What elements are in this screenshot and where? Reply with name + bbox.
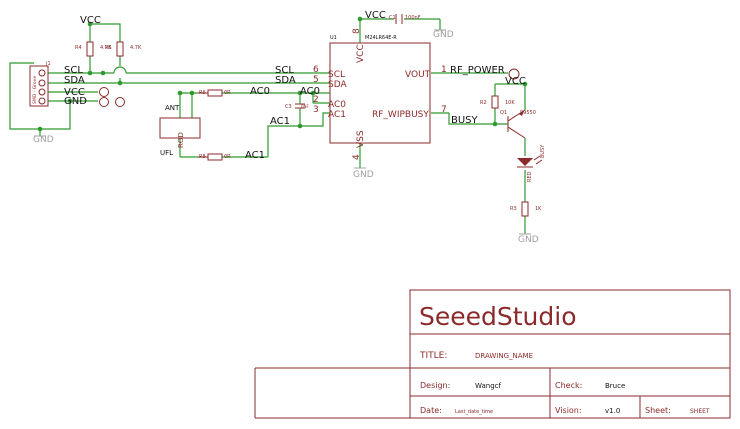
version-label: Vision: [555, 406, 582, 415]
c3-ref: C3 [285, 104, 292, 110]
pin-ac1-num: 3 [313, 105, 319, 115]
net-label-sda-ic: SDA [275, 75, 296, 86]
pin-scl-num: 6 [313, 65, 319, 75]
vcc-label-top: VCC [80, 15, 101, 26]
pin-vout: VOUT [405, 70, 431, 80]
check-value: Bruce [605, 382, 625, 390]
sheet-label: Sheet: [645, 406, 671, 415]
date-value: Last_date_time [455, 409, 493, 415]
rf-power-testpoint [508, 68, 520, 80]
r6-value: 0R [224, 90, 231, 96]
net-label-scl-ic: SCL [275, 65, 294, 76]
connector-ref: J1 [45, 61, 51, 67]
svg-text:GND: GND [518, 235, 539, 245]
resistor-r3: R3 1K [510, 201, 542, 217]
net-label-gnd-left: GND [64, 96, 87, 107]
pin-rf-wipbusy: RF_WIPBUSY [372, 110, 429, 120]
net-label-ac0-mid: AC0 [250, 86, 270, 97]
title-value: DRAWING_NAME [475, 352, 533, 360]
r5-ref: R5 [105, 45, 112, 51]
pin-vout-num: 1 [441, 65, 447, 75]
vcc-label-q1: VCC [505, 76, 526, 87]
antenna-label: ANT [165, 104, 180, 112]
title-block: SeeedStudio TITLE: DRAWING_NAME Design: … [254, 289, 731, 419]
resistor-r8: R8 0R [198, 153, 231, 161]
transistor-q1: Q1 S9550 [500, 109, 536, 139]
r3-ref: R3 [510, 206, 517, 212]
pin-busy-num: 7 [441, 105, 447, 115]
r8-value: 0R [224, 154, 231, 160]
net-label-ac1-mid: AC1 [270, 116, 290, 127]
net-label-vcc-left: VCC [64, 87, 85, 98]
r4-value: 4.7K [100, 45, 112, 51]
antenna-body-label: ROD [177, 132, 185, 148]
company-name: SeeedStudio [419, 302, 577, 331]
c1-value: 100nF [405, 15, 421, 21]
led-busy: RED BUSY [517, 144, 546, 182]
svg-text:GND: GND [33, 135, 54, 145]
net-label-scl-left: SCL [64, 65, 83, 76]
r6-ref: R6 [199, 90, 206, 96]
net-wires [9, 18, 526, 234]
resistor-r4: R4 4.7K [75, 41, 112, 57]
resistor-r2: R2 10K [480, 95, 515, 109]
pin-sda: SDA [328, 80, 347, 90]
net-label-ac1-bottom: AC1 [245, 150, 265, 161]
resistor-r6: R6 0R [198, 89, 231, 97]
design-value: Wangcf [475, 382, 501, 390]
svg-text:GND: GND [433, 30, 454, 40]
sheet-value: SHEET [690, 408, 710, 415]
ic-ref: U1 [330, 35, 337, 41]
gnd-symbol-left: GND [33, 135, 54, 145]
grove-connector: J1 SMD - Grove [29, 61, 51, 107]
net-label-ac0-right: AC0 [300, 86, 320, 97]
pin-sda-num: 5 [313, 75, 319, 85]
title-label: TITLE: [419, 351, 447, 361]
pin-ac0: AC0 [328, 100, 346, 110]
connector-body-text: SMD - Grove [32, 76, 38, 104]
pin-ac1: AC1 [328, 110, 346, 120]
r5-value: 4.7K [130, 45, 142, 51]
antenna-connector-label: UFL [160, 149, 173, 157]
led-ref: RED [527, 171, 533, 182]
r2-value: 10K [505, 100, 515, 106]
capacitor-c1: C1 100nF [389, 14, 421, 24]
junctions [37, 16, 528, 132]
r2-ref: R2 [480, 100, 487, 106]
q1-part: S9550 [520, 110, 536, 116]
capacitor-c3: C3 0NF [285, 103, 310, 110]
pin-ac0-num: 2 [313, 95, 319, 105]
gnd-symbol-c1: GND [433, 29, 454, 40]
c3-value: 0NF [301, 104, 310, 109]
vcc-label-ic: VCC [365, 10, 386, 21]
version-value: v1.0 [605, 407, 620, 415]
net-label-rf-power: RF_POWER [450, 65, 505, 76]
pin-scl: SCL [328, 70, 345, 80]
net-label-sda-left: SDA [64, 75, 85, 86]
svg-text:GND: GND [353, 170, 374, 180]
c1-ref: C1 [389, 15, 396, 21]
pin-vss-num: 4 [352, 154, 362, 160]
design-label: Design: [420, 381, 450, 390]
check-label: Check: [555, 381, 582, 390]
q1-ref: Q1 [500, 110, 507, 116]
eeprom-ic: U1 M24LR64E-R VCC 8 SCL 6 SDA 5 AC0 2 AC… [313, 28, 447, 160]
antenna: ANT UFL ROD [159, 104, 201, 157]
resistor-r5: R5 4.7K [105, 41, 142, 57]
ic-part: M24LR64E-R [365, 35, 397, 41]
date-label: Date: [420, 406, 442, 415]
pin-vcc-num: 8 [352, 28, 362, 34]
led-label: BUSY [540, 144, 546, 158]
pin-vcc: VCC [356, 44, 366, 63]
pin-vss: VSS [356, 130, 366, 148]
r8-ref: R8 [199, 154, 206, 160]
test-points [99, 87, 125, 107]
gnd-symbol-led: GND [518, 233, 539, 245]
gnd-symbol-ic: GND [353, 167, 374, 180]
r3-value: 1K [535, 206, 542, 212]
r4-ref: R4 [75, 45, 82, 51]
net-label-busy: BUSY [451, 115, 479, 126]
